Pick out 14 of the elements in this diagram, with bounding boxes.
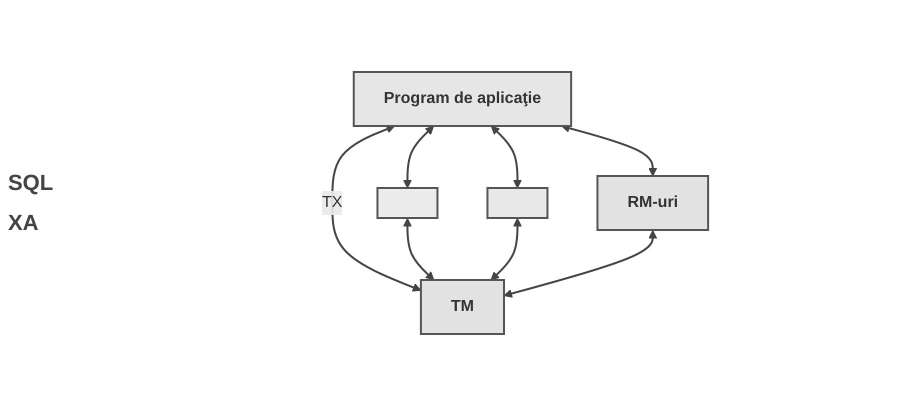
interface-label: SQL bbox=[8, 170, 54, 196]
node-box: Program de aplicaţie bbox=[352, 70, 572, 126]
interface-label: XA bbox=[8, 210, 40, 236]
node-box bbox=[486, 186, 548, 218]
edge-label: TX bbox=[322, 194, 342, 210]
arrow bbox=[490, 125, 522, 188]
node-box: TM bbox=[420, 278, 505, 334]
arrow bbox=[403, 125, 434, 188]
arrow bbox=[490, 218, 522, 280]
node-box: RM-uri bbox=[596, 174, 710, 230]
arrow bbox=[504, 230, 658, 298]
node-box bbox=[376, 186, 438, 218]
arrow bbox=[331, 124, 422, 292]
arrow bbox=[403, 218, 434, 280]
